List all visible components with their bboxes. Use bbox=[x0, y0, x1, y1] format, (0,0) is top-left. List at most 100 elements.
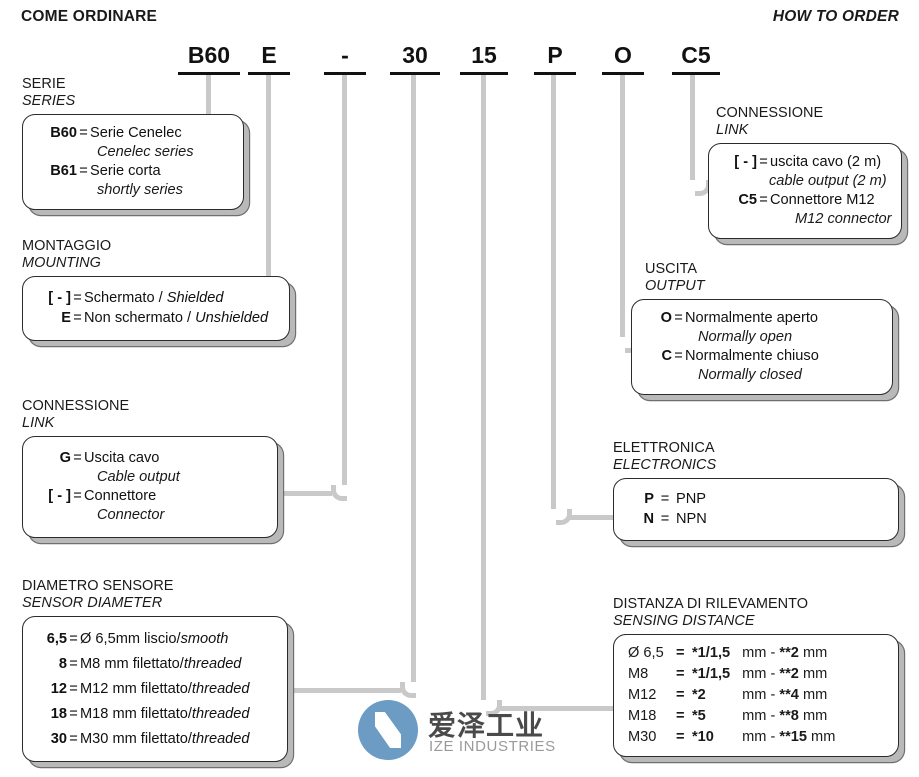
code-segment-value: - bbox=[341, 42, 349, 68]
sensing-distance-row: M18=*5 mm - **8 mm bbox=[628, 706, 886, 727]
option-key: [ - ] bbox=[734, 154, 757, 170]
option-value-it: uscita cavo (2 m) bbox=[770, 154, 882, 170]
sensing-distance-unit: mm bbox=[742, 729, 767, 745]
option-key: B61 bbox=[50, 163, 77, 179]
option-value-it: Schermato / bbox=[84, 290, 167, 306]
leader-line-series bbox=[206, 75, 211, 120]
equals-sign: = bbox=[759, 154, 768, 170]
equals-sign: = bbox=[676, 666, 685, 682]
option-value-en: Unshielded bbox=[195, 310, 269, 326]
option-value-en: shortly series bbox=[97, 182, 183, 198]
page-title-en: HOW TO ORDER bbox=[772, 8, 899, 25]
group-series-title: SERIE SERIES bbox=[22, 76, 244, 110]
option-value-en: Shielded bbox=[166, 290, 224, 306]
option-row: O=Normalmente aperto bbox=[646, 309, 880, 328]
group-sensing-distance-title-it: DISTANZA DI RILEVAMENTO bbox=[613, 596, 808, 612]
sensing-distance-min: *10 bbox=[692, 729, 714, 745]
sensing-distance-min: *5 bbox=[692, 708, 706, 724]
group-sensing-distance-box: Ø 6,5=*1/1,5 mm - **2 mm M8=*1/1,5 mm - … bbox=[613, 634, 899, 757]
leader-line-sensor-diameter-h bbox=[288, 688, 401, 693]
option-value-it: M8 mm filettato/ bbox=[80, 656, 184, 672]
option-value-it: Normalmente aperto bbox=[685, 310, 819, 326]
group-mounting-box: [ - ]=Schermato / Shielded E=Non scherma… bbox=[22, 276, 290, 341]
code-segment-mounting: E bbox=[248, 44, 290, 75]
range-separator: - bbox=[770, 645, 776, 661]
group-sensor-diameter-title-en: SENSOR DIAMETER bbox=[22, 595, 163, 611]
leader-line-electronics bbox=[551, 75, 556, 509]
option-value-en: Cable output bbox=[97, 469, 180, 485]
option-key: G bbox=[59, 450, 71, 466]
equals-sign: = bbox=[69, 731, 78, 747]
group-series-title-it: SERIE bbox=[22, 76, 66, 92]
group-output-title-it: USCITA bbox=[645, 261, 698, 277]
option-key: [ - ] bbox=[48, 290, 71, 306]
option-row: 30=M30 mm filettato/threaded bbox=[37, 727, 275, 751]
sensing-distance-unit: mm bbox=[802, 645, 828, 661]
code-segment-rule bbox=[534, 72, 576, 75]
equals-sign: = bbox=[660, 511, 670, 527]
code-segment-series: B60 bbox=[178, 44, 240, 75]
option-value-en: threaded bbox=[183, 656, 242, 672]
option-key: 12 bbox=[50, 681, 67, 697]
group-electronics: ELETTRONICA ELECTRONICS P=PNP N=NPN bbox=[613, 440, 899, 541]
code-segment-rule bbox=[602, 72, 644, 75]
option-value-it: Non schermato / bbox=[84, 310, 196, 326]
group-output: USCITA OUTPUT O=Normalmente aperto Norma… bbox=[631, 261, 899, 395]
option-value-it: Connettore M12 bbox=[770, 192, 875, 208]
option-value-en: cable output (2 m) bbox=[769, 173, 887, 189]
leader-line-link-left-h bbox=[283, 491, 332, 496]
option-value-en: threaded bbox=[191, 681, 250, 697]
option-row: B60=Serie Cenelec bbox=[37, 124, 231, 143]
option-row: C=Normalmente chiuso bbox=[646, 347, 880, 366]
sensing-distance-unit: mm bbox=[811, 729, 836, 745]
option-key: N bbox=[643, 511, 654, 527]
equals-sign: = bbox=[676, 645, 685, 661]
group-mounting: MONTAGGIO MOUNTING [ - ]=Schermato / Shi… bbox=[22, 238, 290, 341]
sensing-distance-row: M12=*2 mm - **4 mm bbox=[628, 685, 886, 706]
option-key: P bbox=[644, 491, 654, 507]
watermark-logo: 爱泽工业 IZE INDUSTRIES bbox=[358, 700, 578, 770]
option-value-it: M18 mm filettato/ bbox=[80, 706, 192, 722]
group-series: SERIE SERIES B60=Serie Cenelec Cenelec s… bbox=[22, 76, 244, 210]
option-value-it: Uscita cavo bbox=[84, 450, 160, 466]
sensing-distance-max: **2 bbox=[779, 645, 799, 661]
option-value-en: Normally open bbox=[698, 329, 793, 345]
group-link-right: CONNESSIONE LINK [ - ]=uscita cavo (2 m)… bbox=[708, 105, 902, 239]
option-value-en: threaded bbox=[191, 706, 250, 722]
option-value-en: threaded bbox=[191, 731, 250, 747]
group-link-left-box: G=Uscita cavo Cable output [ - ]=Connett… bbox=[22, 436, 278, 538]
range-separator: - bbox=[770, 708, 776, 724]
code-segment-value: E bbox=[261, 42, 277, 68]
option-key: B60 bbox=[50, 125, 77, 141]
option-value-en: Cenelec series bbox=[97, 144, 194, 160]
range-separator: - bbox=[770, 687, 776, 703]
code-segment-link-right: C5 bbox=[672, 44, 720, 75]
group-sensor-diameter-title: DIAMETRO SENSORE SENSOR DIAMETER bbox=[22, 578, 288, 612]
leader-line-output bbox=[620, 75, 625, 337]
equals-sign: = bbox=[676, 687, 685, 703]
sensing-distance-unit: mm bbox=[742, 666, 767, 682]
option-value-en: M12 connector bbox=[795, 211, 892, 227]
group-sensor-diameter-box: 6,5=Ø 6,5mm liscio/smooth 8=M8 mm filett… bbox=[22, 616, 288, 762]
code-segment-value: 15 bbox=[471, 42, 497, 68]
code-segment-value: P bbox=[547, 42, 563, 68]
option-key: [ - ] bbox=[48, 488, 71, 504]
equals-sign: = bbox=[73, 488, 82, 504]
group-sensor-diameter: DIAMETRO SENSORE SENSOR DIAMETER 6,5=Ø 6… bbox=[22, 578, 288, 762]
option-row: G=Uscita cavo bbox=[37, 449, 265, 468]
equals-sign: = bbox=[759, 192, 768, 208]
equals-sign: = bbox=[676, 708, 685, 724]
option-value-it: M30 mm filettato/ bbox=[80, 731, 192, 747]
sensing-distance-max: **15 bbox=[779, 729, 807, 745]
option-row: 6,5=Ø 6,5mm liscio/smooth bbox=[37, 627, 275, 651]
code-segment-value: C5 bbox=[681, 42, 711, 68]
equals-sign: = bbox=[674, 310, 683, 326]
code-segment-value: B60 bbox=[187, 42, 231, 68]
sensing-distance-size: M8 bbox=[628, 666, 649, 682]
group-link-left-title: CONNESSIONE LINK bbox=[22, 398, 278, 432]
option-row: C5=Connettore M12 bbox=[723, 191, 889, 210]
group-series-box: B60=Serie Cenelec Cenelec series B61=Ser… bbox=[22, 114, 244, 210]
code-segment-value: 30 bbox=[402, 42, 428, 68]
group-sensing-distance-title: DISTANZA DI RILEVAMENTO SENSING DISTANCE bbox=[613, 596, 899, 630]
leader-line-sensing-distance bbox=[481, 75, 486, 700]
